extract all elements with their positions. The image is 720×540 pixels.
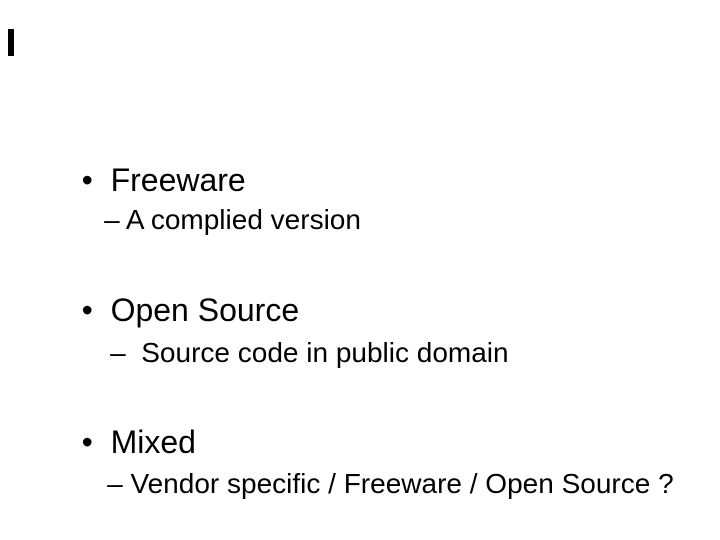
bullet-title: Open Source: [110, 292, 300, 328]
sub-bullet-text: – Source code in public domain: [110, 337, 509, 368]
sub-bullet-text: – Vendor specific / Freeware / Open Sour…: [107, 468, 674, 499]
sub-bullet-complied-version: – A complied version: [73, 178, 361, 262]
bullet-item-open-source: • Open Source: [40, 262, 300, 358]
corner-mark: [8, 29, 14, 56]
sub-bullet-text: – A complied version: [104, 204, 361, 235]
bullet-title: Mixed: [110, 424, 196, 460]
bullet-icon: •: [81, 292, 93, 328]
bullet-item-freeware: • Freeware: [40, 132, 246, 228]
sub-bullet-vendor-specific: – Vendor specific / Freeware / Open Sour…: [76, 442, 674, 526]
bullet-icon: •: [81, 424, 93, 460]
bullet-title: Freeware: [110, 162, 246, 198]
sub-bullet-source-code: – Source code in public domain: [79, 311, 509, 395]
bullet-item-mixed: • Mixed: [40, 394, 196, 490]
bullet-icon: •: [81, 162, 93, 198]
